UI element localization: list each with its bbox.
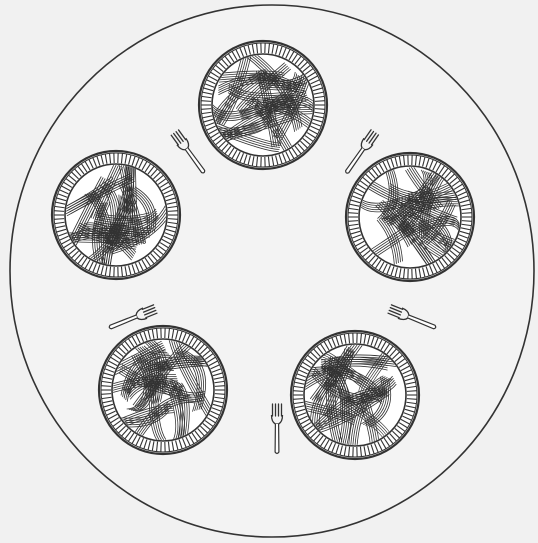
- spaghetti-plate-icon: [196, 41, 327, 169]
